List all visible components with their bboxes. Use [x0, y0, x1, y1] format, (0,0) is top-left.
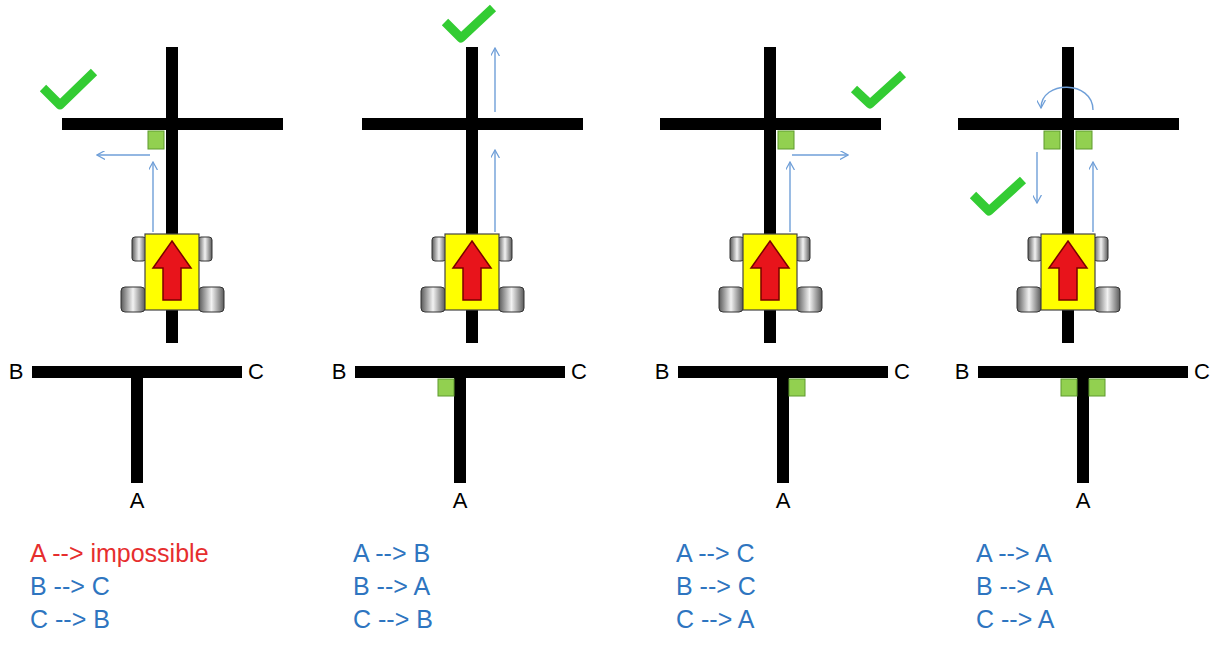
- path-arrow: [494, 150, 495, 232]
- cross-junction: [958, 47, 1179, 343]
- green-marker: [438, 379, 454, 396]
- tee-junction: [978, 366, 1188, 483]
- panel-one: [43, 47, 283, 343]
- check-mark: [43, 72, 94, 105]
- path-arrow: [789, 162, 790, 232]
- robot: [421, 234, 524, 312]
- tee-one: [32, 366, 242, 483]
- green-marker: [1089, 379, 1105, 396]
- tee-two: [355, 366, 565, 483]
- robot: [719, 234, 822, 312]
- panel-four: [958, 47, 1179, 343]
- check-mark: [973, 180, 1023, 211]
- junction-label: A: [776, 488, 791, 513]
- tee-junction: [678, 366, 888, 483]
- route-rule: A --> A: [976, 539, 1052, 568]
- junction-label: A: [1076, 488, 1091, 513]
- route-rule: B --> C: [676, 572, 756, 601]
- path-arrow: [97, 154, 150, 155]
- junction-label: B: [655, 359, 670, 384]
- tee-junction: [355, 366, 565, 483]
- junction-label: C: [571, 359, 587, 384]
- path-arrow: [494, 48, 495, 112]
- tee-three: [678, 366, 888, 483]
- robot: [1017, 234, 1120, 312]
- green-marker: [778, 131, 794, 149]
- route-rule: C --> A: [976, 605, 1055, 634]
- u-turn-arrow: [1041, 87, 1093, 110]
- route-rule: B --> C: [30, 572, 110, 601]
- route-rule: A --> B: [353, 539, 430, 568]
- junction-label: A: [453, 488, 468, 513]
- tee-junction: [32, 366, 242, 483]
- route-rule: C --> B: [30, 605, 110, 634]
- junction-label: C: [894, 359, 910, 384]
- junction-label: A: [130, 488, 145, 513]
- cross-junction: [660, 47, 881, 343]
- green-marker: [148, 131, 164, 149]
- junction-label: B: [332, 359, 347, 384]
- junction-label: B: [9, 359, 24, 384]
- green-marker: [789, 379, 805, 396]
- path-arrow: [1092, 162, 1093, 232]
- route-rule: B --> A: [976, 572, 1053, 601]
- junction-label: C: [248, 359, 264, 384]
- route-rule: B --> A: [353, 572, 430, 601]
- panel-two: [362, 8, 583, 343]
- cross-junction: [362, 47, 583, 343]
- cross-junction: [62, 47, 283, 343]
- route-rule: A --> C: [676, 539, 755, 568]
- route-rule: C --> A: [676, 605, 755, 634]
- junction-label: C: [1194, 359, 1210, 384]
- check-mark: [445, 8, 493, 38]
- path-arrow: [152, 162, 153, 232]
- impossible-rule: A --> impossible: [30, 539, 209, 568]
- route-rule: C --> B: [353, 605, 433, 634]
- path-arrow: [792, 154, 848, 155]
- robot: [121, 234, 224, 312]
- tee-four: [978, 366, 1188, 483]
- panel-three: [660, 47, 903, 343]
- junction-label: B: [955, 359, 970, 384]
- green-marker: [1076, 131, 1092, 149]
- path-arrow: [1036, 152, 1037, 203]
- green-marker: [1061, 379, 1077, 396]
- check-mark: [854, 74, 903, 104]
- green-marker: [1044, 131, 1060, 149]
